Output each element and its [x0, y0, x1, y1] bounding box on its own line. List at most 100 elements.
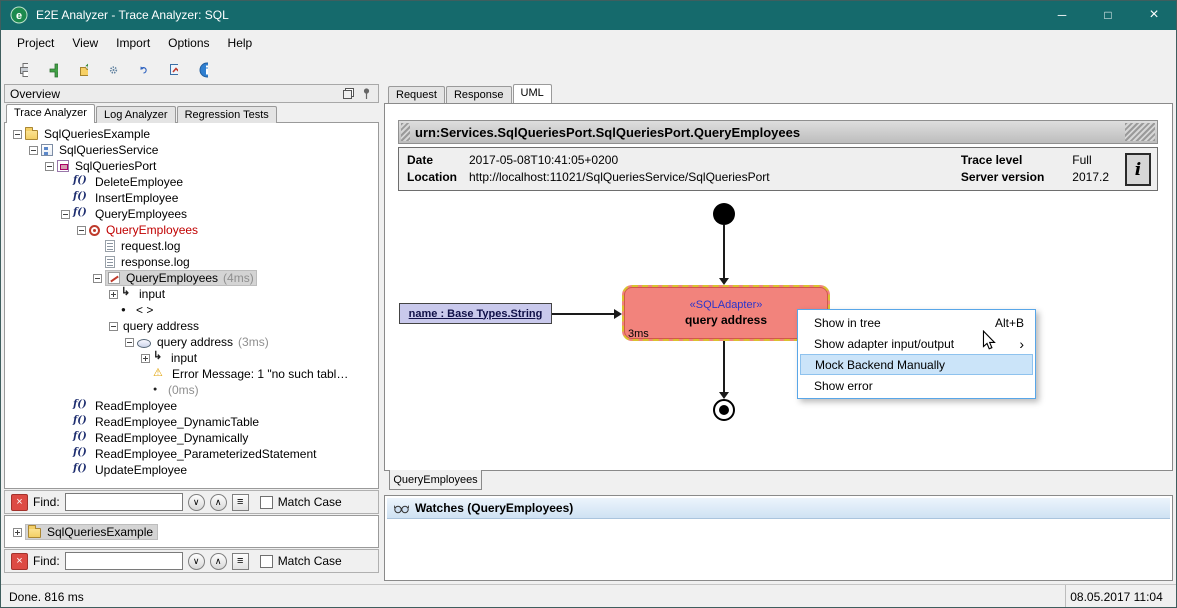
tree-item[interactable]: SqlQueriesPort [5, 158, 378, 174]
watches-body [387, 519, 1170, 576]
tab-query-employees[interactable]: QueryEmployees [389, 470, 482, 490]
close-button[interactable]: × [1131, 0, 1177, 30]
match-case-label: Match Case [278, 554, 342, 568]
tree-item[interactable]: DeleteEmployee [5, 174, 378, 190]
tree-item-label: response.log [119, 255, 192, 269]
input-arrow-icon [153, 352, 165, 364]
function-icon [73, 176, 89, 188]
find-bar: × Find: ∨ ∧ ≡ Match Case [4, 490, 379, 514]
input-parameter-node[interactable]: name : Base Types.String [399, 303, 552, 324]
collapse-icon[interactable] [61, 210, 70, 219]
tab-uml[interactable]: UML [513, 84, 552, 103]
tree-item[interactable]: SqlQueriesExample [5, 126, 378, 142]
menu-help[interactable]: Help [219, 32, 262, 54]
collapse-icon[interactable] [77, 226, 86, 235]
print-button[interactable] [12, 59, 35, 82]
tree-item-selected[interactable]: QueryEmployees(4ms) [5, 270, 378, 286]
tree-item[interactable]: response.log [5, 254, 378, 270]
find-label: Find: [33, 554, 60, 568]
tree-item[interactable]: ReadEmployee [5, 398, 378, 414]
collapse-icon[interactable] [109, 322, 118, 331]
parameter-label: name : Base Types.String [409, 308, 543, 320]
close-find-button[interactable]: × [11, 553, 28, 570]
info-icon [199, 62, 208, 78]
detail-panel: Request Response UML urn:Services.SqlQue… [384, 84, 1173, 582]
tab-trace-analyzer[interactable]: Trace Analyzer [6, 104, 95, 123]
find-next-button[interactable]: ∨ [188, 494, 205, 511]
minimize-icon: ─ [1058, 8, 1067, 22]
tab-regression-tests[interactable]: Regression Tests [177, 106, 277, 123]
undo-button[interactable] [132, 59, 155, 82]
find-input[interactable] [65, 552, 183, 570]
export-trace-button[interactable] [162, 59, 185, 82]
find-input[interactable] [65, 493, 183, 511]
tab-response[interactable]: Response [446, 86, 512, 103]
tree-item[interactable]: SqlQueriesService [5, 142, 378, 158]
collapse-icon[interactable] [13, 130, 22, 139]
collapse-icon[interactable] [45, 162, 54, 171]
duration-label: (3ms) [238, 335, 269, 349]
maximize-icon: □ [1104, 8, 1111, 22]
tree-item[interactable]: UpdateEmployee [5, 462, 378, 478]
pin-panel-icon[interactable] [360, 87, 373, 100]
add-button[interactable] [42, 59, 65, 82]
menu-project[interactable]: Project [8, 32, 63, 54]
tree-item[interactable]: ReadEmployee_DynamicTable [5, 414, 378, 430]
menu-item-show-in-tree[interactable]: Show in treeAlt+B [800, 312, 1033, 333]
match-case-checkbox[interactable] [260, 496, 273, 509]
close-icon: × [1149, 6, 1158, 24]
tree-item[interactable]: ReadEmployee_ParameterizedStatement [5, 446, 378, 462]
info-button[interactable] [192, 59, 215, 82]
expand-icon[interactable] [109, 290, 118, 299]
menu-item-mock-backend-manually[interactable]: Mock Backend Manually [800, 354, 1033, 375]
expand-icon[interactable] [141, 354, 150, 363]
tree-item[interactable]: (0ms) [5, 382, 378, 398]
tab-log-analyzer[interactable]: Log Analyzer [96, 106, 176, 123]
find-next-button[interactable]: ∨ [188, 553, 205, 570]
menu-import[interactable]: Import [107, 32, 159, 54]
resize-grip[interactable] [1167, 585, 1177, 608]
collapse-icon[interactable] [29, 146, 38, 155]
undo-icon [139, 62, 148, 78]
close-find-button[interactable]: × [11, 494, 28, 511]
warning-icon [153, 368, 166, 380]
collapse-icon[interactable] [93, 274, 102, 283]
find-results-button[interactable]: ≡ [232, 494, 249, 511]
stereotype-label: «SQLAdapter» [690, 299, 763, 311]
tree-item[interactable]: Error Message: 1 "no such tabl… [5, 366, 378, 382]
tree-item[interactable]: query address [5, 318, 378, 334]
open-button[interactable] [72, 59, 95, 82]
trace-info-box: Date2017-05-08T10:41:05+0200 Locationhtt… [398, 147, 1158, 191]
settings-button[interactable] [102, 59, 125, 82]
find-results-button[interactable]: ≡ [232, 553, 249, 570]
end-node [713, 399, 735, 421]
find-prev-button[interactable]: ∧ [210, 553, 227, 570]
collapse-icon[interactable] [125, 338, 134, 347]
tab-request[interactable]: Request [388, 86, 445, 103]
menu-item-show-adapter-io[interactable]: Show adapter input/output› [800, 333, 1033, 354]
match-case-checkbox[interactable] [260, 555, 273, 568]
chevron-up-icon: ∧ [215, 556, 222, 566]
menu-view[interactable]: View [63, 32, 107, 54]
tree-item[interactable]: request.log [5, 238, 378, 254]
tree-item[interactable]: QueryEmployees [5, 206, 378, 222]
maximize-button[interactable]: □ [1085, 0, 1131, 30]
trace-details-button[interactable]: i [1125, 153, 1151, 186]
tree-item[interactable]: input [5, 350, 378, 366]
start-node [713, 203, 735, 225]
tree-item[interactable]: QueryEmployees [5, 222, 378, 238]
menu-item-show-error[interactable]: Show error [800, 375, 1033, 396]
minimize-button[interactable]: ─ [1039, 0, 1085, 30]
float-panel-icon[interactable] [342, 87, 355, 100]
expand-icon[interactable] [13, 528, 22, 537]
menu-options[interactable]: Options [159, 32, 218, 54]
function-icon [73, 416, 89, 428]
find-prev-button[interactable]: ∧ [210, 494, 227, 511]
tree-item[interactable]: < > [5, 302, 378, 318]
tree-item[interactable]: ReadEmployee_Dynamically [5, 430, 378, 446]
tree-item[interactable]: input [5, 286, 378, 302]
uml-view: urn:Services.SqlQueriesPort.SqlQueriesPo… [384, 103, 1173, 471]
tree-item[interactable]: InsertEmployee [5, 190, 378, 206]
tree-item[interactable]: query address(3ms) [5, 334, 378, 350]
tree-item-selected[interactable]: SqlQueriesExample [5, 524, 378, 540]
